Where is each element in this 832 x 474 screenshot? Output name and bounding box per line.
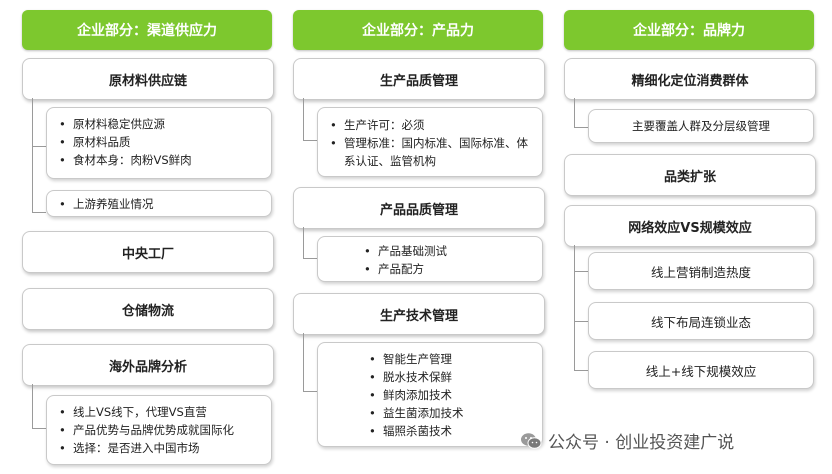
- connector-line: [32, 146, 46, 147]
- list-item: 鲜肉添加技术: [363, 386, 536, 404]
- connector-line: [574, 370, 588, 371]
- list-item: 脱水技术保鲜: [363, 368, 536, 386]
- connector-line: [303, 98, 304, 140]
- section-warehouse-logistics: 仓储物流: [22, 288, 274, 330]
- list-item: 生产许可：必须: [324, 116, 536, 134]
- sub-box-offline-chain: 线下布局连锁业态: [588, 302, 814, 340]
- connector-line: [574, 321, 588, 322]
- list-item: 产品基础测试: [358, 242, 536, 260]
- sub-box-raw-material: 原材料稳定供应源 原材料品质 食材本身：肉粉VS鲜肉: [46, 107, 272, 179]
- sub-box-overseas: 线上VS线下，代理VS直营 产品优势与品牌优势成就国际化 选择：是否进入中国市场: [46, 395, 272, 465]
- list-item: 产品优势与品牌优势成就国际化: [53, 421, 265, 439]
- sub-box-upstream: 上游养殖业情况: [46, 190, 272, 217]
- list-item: 上游养殖业情况: [53, 195, 265, 213]
- list-item: 线上VS线下，代理VS直营: [53, 403, 265, 421]
- list-item: 原材料稳定供应源: [53, 115, 265, 133]
- connector-line: [574, 98, 575, 127]
- section-central-factory: 中央工厂: [22, 231, 274, 273]
- watermark: 公众号 · 创业投资建广说: [520, 428, 734, 453]
- connector-line: [303, 227, 304, 258]
- wechat-icon: [521, 432, 542, 449]
- sub-box-online-offline-scale: 线上+线下规模效应: [588, 351, 814, 389]
- column-header-brand: 企业部分：品牌力: [564, 10, 814, 50]
- list-item: 益生菌添加技术: [363, 404, 536, 422]
- section-consumer-positioning: 精细化定位消费群体: [564, 58, 816, 100]
- sub-box-production-technology: 智能生产管理 脱水技术保鲜 鲜肉添加技术 益生菌添加技术 辐照杀菌技术: [317, 342, 543, 447]
- column-header-product: 企业部分：产品力: [293, 10, 543, 50]
- connector-line: [32, 98, 33, 212]
- section-product-quality: 产品品质管理: [293, 187, 545, 229]
- connector-line: [303, 333, 304, 391]
- sub-box-coverage: 主要覆盖人群及分层级管理: [588, 109, 814, 143]
- sub-box-production-quality: 生产许可：必须 管理标准：国内标准、国际标准、体系认证、监管机构: [317, 107, 543, 177]
- connector-line: [32, 212, 46, 213]
- connector-line: [574, 127, 588, 128]
- list-item: 辐照杀菌技术: [363, 422, 536, 440]
- section-overseas-brand-analysis: 海外品牌分析: [22, 344, 274, 386]
- connector-line: [303, 140, 317, 141]
- connector-line: [32, 428, 46, 429]
- list-item: 产品配方: [358, 260, 536, 278]
- sub-box-online-marketing: 线上营销制造热度: [588, 252, 814, 290]
- list-item: 食材本身：肉粉VS鲜肉: [53, 151, 265, 169]
- connector-line: [303, 258, 317, 259]
- connector-line: [574, 271, 588, 272]
- connector-line: [303, 391, 317, 392]
- list-item: 选择：是否进入中国市场: [53, 439, 265, 457]
- section-raw-material-supply-chain: 原材料供应链: [22, 58, 274, 100]
- connector-line: [574, 245, 575, 371]
- section-production-quality: 生产品质管理: [293, 58, 545, 100]
- connector-line: [32, 384, 33, 428]
- section-network-vs-scale: 网络效应VS规模效应: [564, 205, 816, 247]
- list-item: 智能生产管理: [363, 350, 536, 368]
- section-category-expansion: 品类扩张: [564, 154, 816, 196]
- watermark-text: 公众号 · 创业投资建广说: [548, 433, 735, 453]
- column-header-channel: 企业部分：渠道供应力: [22, 10, 272, 50]
- section-production-technology: 生产技术管理: [293, 293, 545, 335]
- list-item: 管理标准：国内标准、国际标准、体系认证、监管机构: [324, 134, 536, 170]
- list-item: 原材料品质: [53, 133, 265, 151]
- sub-box-product-quality: 产品基础测试 产品配方: [317, 236, 543, 282]
